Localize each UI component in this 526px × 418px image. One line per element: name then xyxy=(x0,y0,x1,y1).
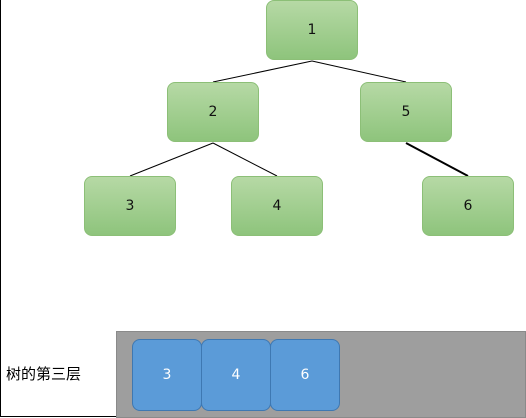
tree-node-3: 3 xyxy=(84,176,176,236)
queue-cell-label: 4 xyxy=(231,367,241,383)
tree-node-label: 1 xyxy=(307,22,317,38)
edge-2-3 xyxy=(129,142,214,177)
queue-cell: 4 xyxy=(201,339,271,411)
edge-1-2 xyxy=(212,60,313,83)
edge-5-6 xyxy=(405,142,469,177)
edge-1-5 xyxy=(311,60,407,83)
queue-cell-label: 6 xyxy=(300,367,310,383)
tree-node-label: 2 xyxy=(208,104,218,120)
tree-node-4: 4 xyxy=(231,176,323,236)
edge-2-4 xyxy=(212,142,278,177)
tree-node-6: 6 xyxy=(422,176,514,236)
tree-node-label: 3 xyxy=(125,198,135,214)
queue-label: 树的第三层 xyxy=(6,365,82,383)
queue-cell: 3 xyxy=(132,339,202,411)
queue-cell-label: 3 xyxy=(162,367,172,383)
queue-cell: 6 xyxy=(270,339,340,411)
tree-node-2: 2 xyxy=(167,82,259,142)
tree-node-1: 1 xyxy=(266,0,358,60)
tree-node-label: 6 xyxy=(463,198,473,214)
tree-node-label: 5 xyxy=(401,104,411,120)
tree-node-label: 4 xyxy=(272,198,282,214)
tree-node-5: 5 xyxy=(360,82,452,142)
